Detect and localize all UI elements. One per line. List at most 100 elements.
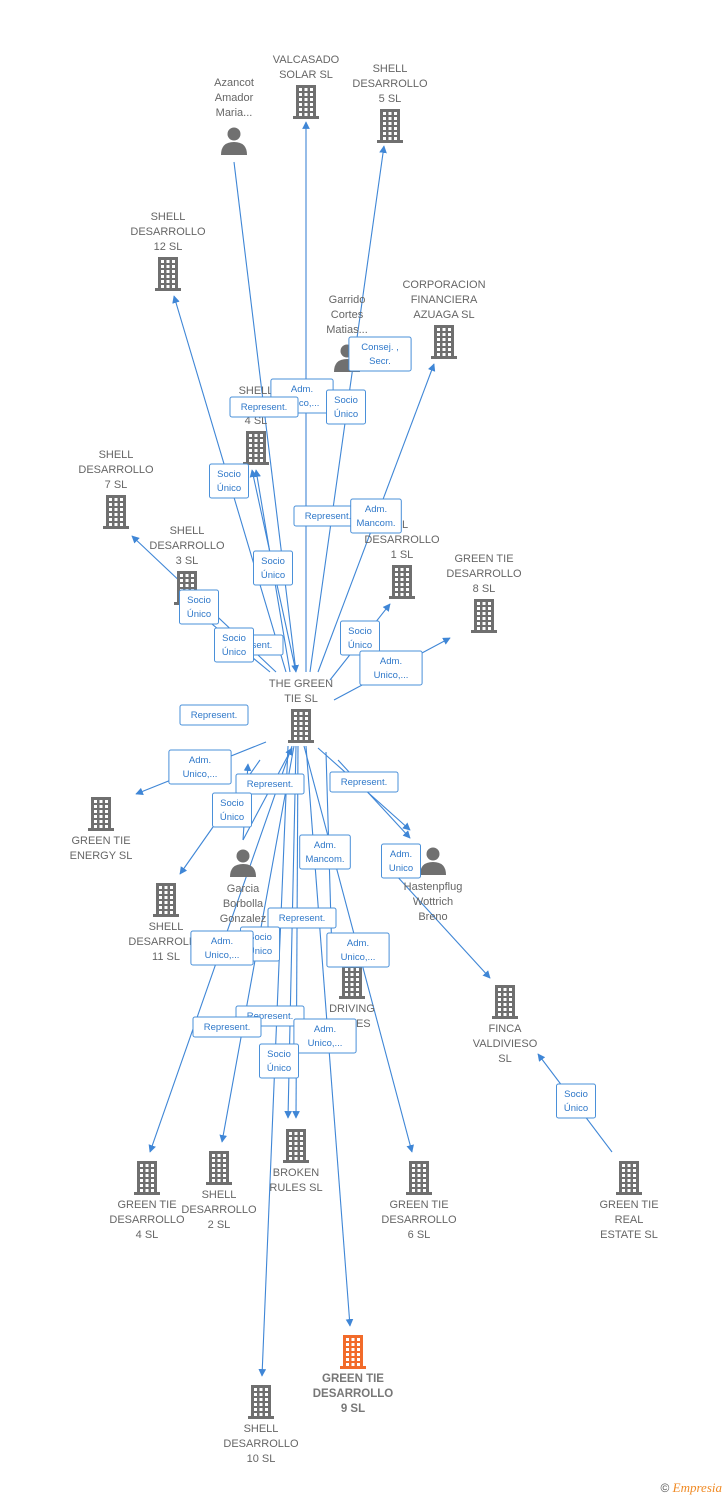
edge-label[interactable]: Adm.Mancom. (299, 834, 351, 870)
node-label: GREEN TIE (117, 1199, 176, 1211)
building-icon (616, 1161, 642, 1195)
edge-label[interactable]: Represent. (179, 704, 249, 726)
node-label: 10 SL (247, 1453, 276, 1465)
edge-label-text: Único (267, 1063, 291, 1074)
node-label: Cortes (331, 309, 364, 321)
node-label: Matias... (326, 324, 368, 336)
edge-label[interactable]: Represent. (229, 396, 299, 418)
edge-label-text: Único (261, 570, 285, 581)
building-icon (339, 965, 365, 999)
node-label: DESARROLLO (313, 1388, 394, 1400)
edge-label-box (350, 498, 402, 534)
node-shell4b[interactable]: SHELLDE4 SL (239, 385, 274, 465)
node-label: SHELL (202, 1189, 237, 1201)
node-label: SHELL (151, 211, 186, 223)
node-label: GREEN TIE (71, 835, 130, 847)
node-label: VALDIVIESO (473, 1038, 538, 1050)
edge-label[interactable]: Represent. (329, 771, 399, 793)
edge-label[interactable]: Adm.Unico (381, 843, 421, 879)
edge-label-text: Único (348, 640, 372, 651)
edge-label-box (209, 463, 249, 499)
edge-label-box (253, 550, 293, 586)
edge-label-box (381, 843, 421, 879)
edges-layer (131, 121, 613, 1377)
edge-label-text: Represent. (241, 402, 287, 413)
edge-label-text: Represent. (247, 1011, 293, 1022)
building-icon (471, 599, 497, 633)
node-label: Hastenpflug (404, 881, 463, 893)
edge-label-text: Secr. (369, 356, 391, 367)
node-label: 6 SL (408, 1229, 431, 1241)
edge-label[interactable]: Represent. (293, 505, 363, 527)
edge-label-text: Socio (217, 469, 241, 480)
node-label: Borbolla (223, 898, 264, 910)
node-label: SHELL (170, 525, 205, 537)
edge-label-text: Unico,... (205, 950, 240, 961)
edge-label-text: Socio (261, 556, 285, 567)
edge-label-box (214, 627, 254, 663)
building-icon (134, 1161, 160, 1195)
node-azancot[interactable]: AzancotAmadorMaria... (214, 77, 254, 155)
edge-label-box (179, 589, 219, 625)
edge-label-text: Socio (267, 1049, 291, 1060)
edge-label-text: Adm. (347, 938, 369, 949)
edge-label-text: Único (334, 409, 358, 420)
edge-label[interactable]: Adm.Unico,... (326, 932, 390, 968)
edge-label-box (293, 1018, 357, 1054)
person-icon (230, 849, 256, 877)
edge-label-text: Adm. (314, 840, 336, 851)
node-label: SHELL (244, 1423, 279, 1435)
edge-label[interactable]: Represent. (192, 1016, 262, 1038)
node-label: DESARROLLO (149, 540, 225, 552)
edge-label[interactable]: Represent. (267, 907, 337, 929)
node-label: RULES SL (269, 1182, 322, 1194)
edge-label[interactable]: Represent. (235, 773, 305, 795)
building-icon (283, 1129, 309, 1163)
node-label: AZUAGA SL (413, 309, 474, 321)
edge-label[interactable]: Adm.Unico,... (359, 650, 423, 686)
edge-label-box (235, 773, 305, 795)
edge-label[interactable]: Adm.Unico,... (190, 930, 254, 966)
brand-logo[interactable]: Empresia (672, 1480, 722, 1495)
edge-label[interactable]: Consej. ,Secr. (348, 336, 412, 372)
edge-label[interactable]: Adm.Mancom. (350, 498, 402, 534)
edge-label-box (359, 650, 423, 686)
edge-label-box (556, 1083, 596, 1119)
building-icon (389, 565, 415, 599)
copyright-symbol: © (660, 1481, 670, 1495)
edge-label[interactable]: Adm.Unico,... (168, 749, 232, 785)
edge-label[interactable]: Adm.Unico,... (293, 1018, 357, 1054)
node-label: DESARROLLO (78, 464, 154, 476)
edge-labels-layer: Consej. ,Secr.Adm.Unico,...Represent.Soc… (168, 336, 596, 1119)
